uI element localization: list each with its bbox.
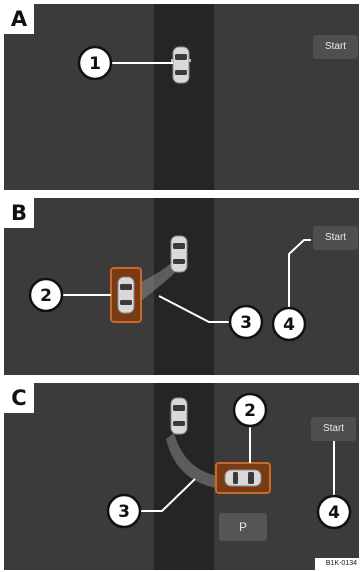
callout-4: 4 [316,494,352,530]
start-button[interactable]: Start [313,35,358,59]
panel-label-b: B [4,198,34,228]
panel-label-a: A [4,4,34,34]
callout-3-leader [140,478,196,512]
callout-2-number: 2 [40,286,52,306]
road [154,4,214,190]
road [154,198,214,375]
car-icon [171,46,191,84]
selected-parking-space[interactable] [110,267,142,323]
callout-4: 4 [271,306,307,342]
callout-4-leader [288,239,311,308]
callout-3-number: 3 [240,313,252,333]
path-trail [130,256,184,302]
callout-3-number: 3 [118,502,130,522]
car-icon [224,469,262,487]
path-trail [166,433,222,489]
start-button[interactable]: Start [313,226,358,250]
car-icon [170,397,188,435]
callout-1: 1 [77,45,113,81]
callout-3: 3 [106,493,142,529]
callout-2: 2 [232,392,268,428]
selected-parking-space[interactable] [215,462,271,494]
callout-4-number: 4 [328,503,340,523]
callout-3: 3 [228,304,264,340]
panel-b-graphics: 2 3 4 [28,235,311,342]
park-button[interactable]: P [219,513,267,541]
figure-code: B1K-0134 [315,558,359,570]
start-button[interactable]: Start [311,417,356,441]
panel-a-graphics: 1 [77,45,191,84]
callout-4-number: 4 [283,315,295,335]
car-icon [170,235,188,273]
callout-2: 2 [28,277,64,313]
panel-label-c: C [4,383,34,413]
callout-2-number: 2 [244,401,256,421]
panel-b: 2 3 4 Start B [4,198,359,375]
callout-1-number: 1 [89,54,101,74]
panel-a: 1 Start A [4,4,359,190]
callout-3-leader [158,295,230,323]
panel-c: 2 3 4 Start P C B1K-0134 [4,383,359,570]
panel-c-graphics: 2 3 4 [106,392,352,530]
car-icon [117,276,135,314]
